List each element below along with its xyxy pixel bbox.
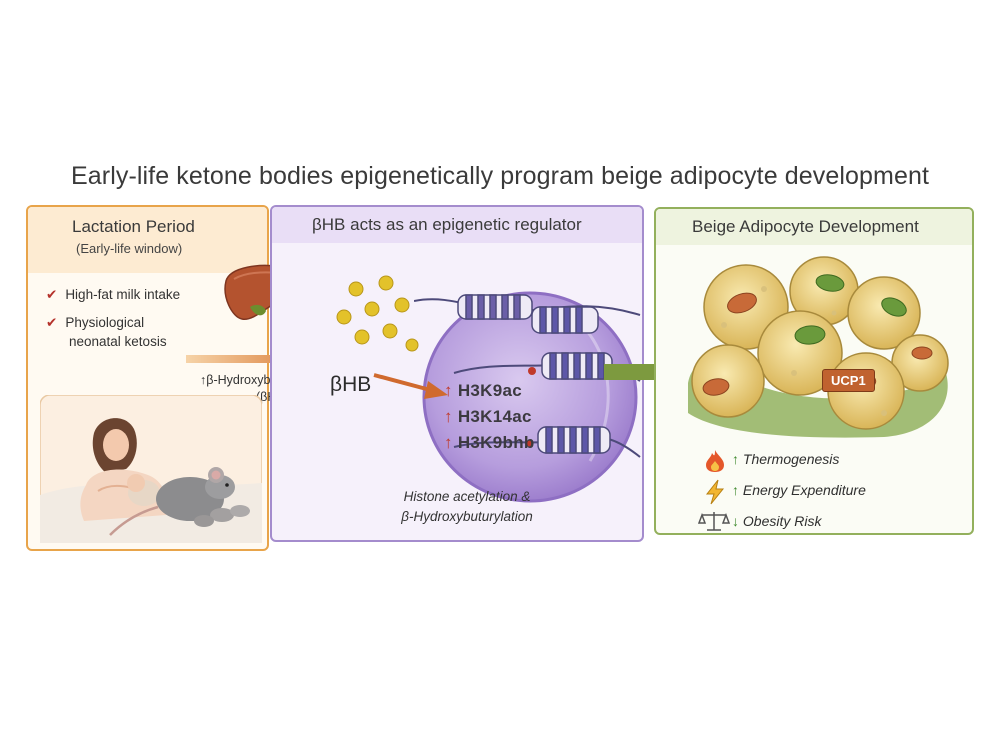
histone-mark-h3k14ac: ↑ H3K14ac [444, 407, 532, 427]
nucleosome-stack [457, 294, 533, 320]
flow-arrow-1 [186, 347, 318, 371]
scale-icon [698, 512, 730, 531]
outcome-label: Energy Expenditure [742, 482, 866, 498]
item-text: Physiological [65, 315, 145, 330]
beige-adipocyte-cluster [688, 256, 949, 438]
beige-panel: Beige Adipocyte Development [654, 207, 974, 535]
outcome-label: Obesity Risk [742, 513, 822, 529]
up-arrow-icon: ↑ [444, 433, 453, 452]
figure-title: Early-life ketone bodies epigenetically … [70, 162, 929, 190]
regulator-heading: βHB acts as an epigenetic regulator [312, 215, 582, 234]
outcome-obesity-risk: ↓ Obesity Risk [732, 513, 821, 529]
check-icon: ✔ [46, 287, 58, 302]
bhb-molecule-label: βHB [330, 373, 372, 396]
ucp1-badge: UCP1 [822, 369, 875, 392]
up-arrow-icon: ↑ [444, 407, 453, 426]
bhb-molecules-icon [336, 275, 419, 352]
mark-label: H3K9bhb [457, 433, 535, 452]
up-arrow-icon: ↑ [444, 381, 453, 400]
lactation-heading: Lactation Period [72, 217, 195, 236]
item-text: High-fat milk intake [65, 287, 181, 302]
list-item: ✔ High-fat milk intake [46, 285, 180, 304]
regulator-caption-line-1: Histone acetylation & [403, 489, 531, 504]
down-arrow-icon: ↓ [732, 513, 739, 529]
lactation-panel: Lactation Period (Early-life window) ✔ Hi… [26, 205, 330, 551]
mark-label: H3K9ac [457, 381, 523, 400]
item-text: neonatal ketosis [69, 334, 167, 349]
lactation-subheading: (Early-life window) [76, 241, 183, 256]
lactation-header [28, 207, 267, 273]
bhb-to-histone-arrow [373, 373, 448, 399]
up-arrow-icon: ↑ [732, 451, 739, 467]
up-arrow-icon: ↑ [732, 482, 739, 498]
nucleus-illustration [414, 291, 641, 503]
outcome-energy-expenditure: ↑ Energy Expenditure [732, 482, 866, 498]
outcome-thermogenesis: ↑ Thermogenesis [732, 451, 839, 467]
up-arrow-icon: ↑ [200, 373, 207, 387]
regulator-panel: βHB acts as an epigenetic regulator βHB [270, 205, 644, 542]
mark-label: H3K14ac [457, 407, 532, 426]
outcome-label: Thermogenesis [742, 451, 840, 467]
check-icon: ✔ [46, 315, 58, 330]
breastfeeding-illustration [40, 395, 262, 543]
histone-mark-h3k9bhb: ↑ H3K9bhb [444, 433, 535, 453]
regulator-header [272, 207, 642, 243]
lightning-icon [705, 479, 725, 505]
list-item: ✔ Physiological neonatal ketosis [46, 313, 167, 351]
beige-heading: Beige Adipocyte Development [692, 217, 919, 236]
beige-header [656, 209, 972, 245]
regulator-caption-line-2: β-Hydroxybuturylation [401, 509, 533, 524]
histone-mark-h3k9ac: ↑ H3K9ac [444, 381, 522, 401]
flame-icon [706, 450, 724, 472]
